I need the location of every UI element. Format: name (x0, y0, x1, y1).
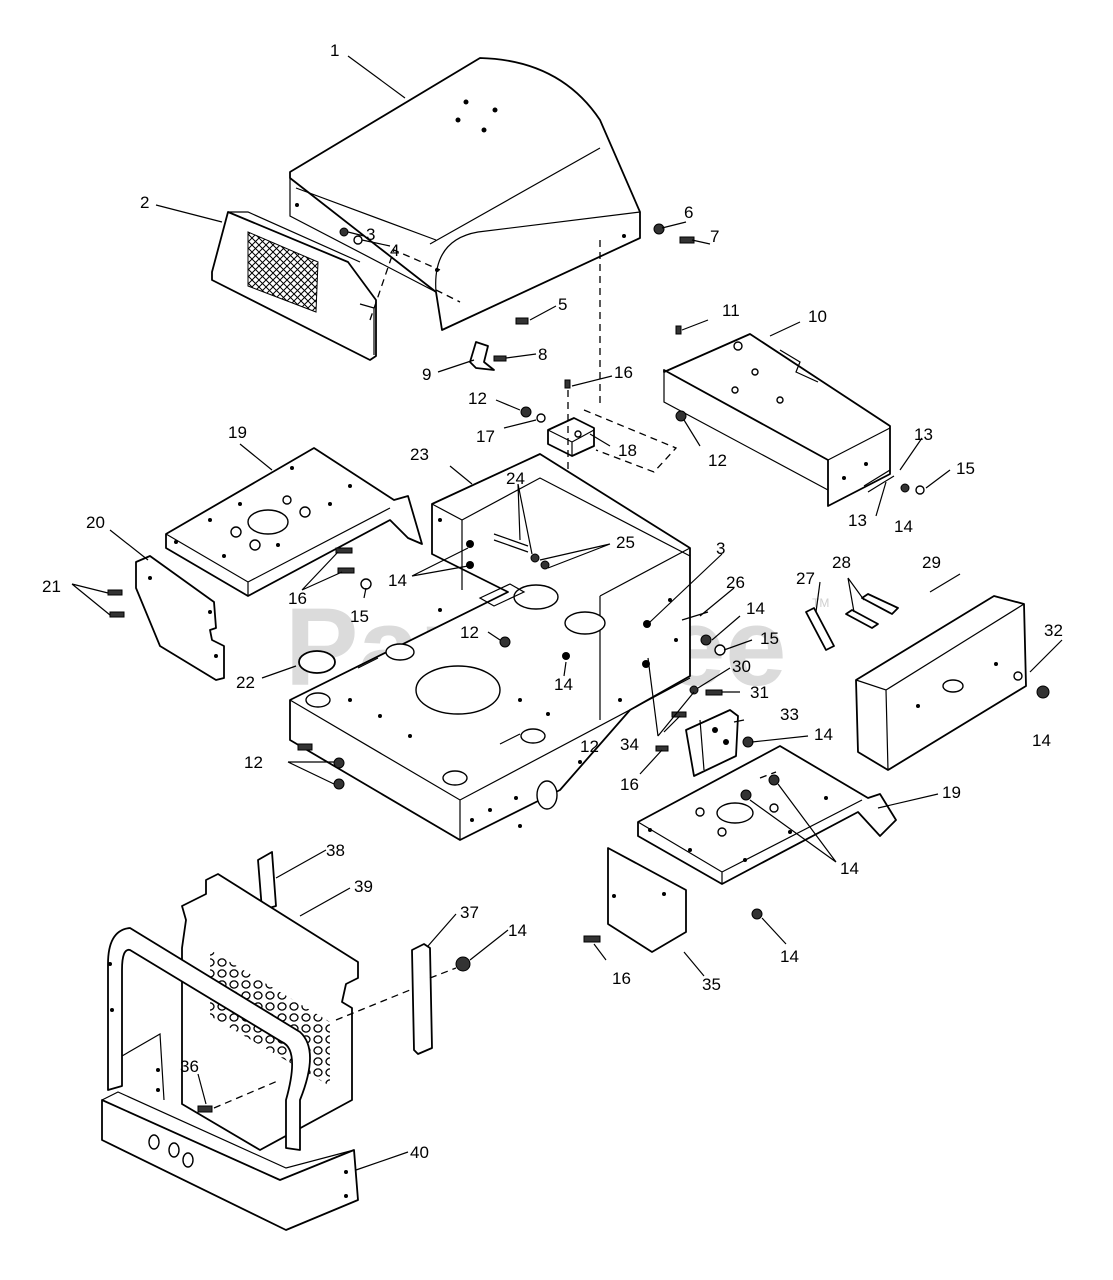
callout-14-b: 14 (388, 571, 407, 590)
callout-22: 22 (236, 673, 255, 692)
callout-36: 36 (180, 1057, 199, 1076)
callout-3-b: 3 (716, 539, 725, 558)
callout-38: 38 (326, 841, 345, 860)
part-12-frame-tab (297, 743, 313, 751)
callout-16-c: 16 (620, 775, 639, 794)
part-37-bracket (411, 943, 433, 1055)
callout-19-a: 19 (228, 423, 247, 442)
callout-11: 11 (722, 301, 740, 320)
callout-7: 7 (710, 227, 719, 246)
callout-17: 17 (476, 427, 495, 446)
callout-32: 32 (1044, 621, 1063, 640)
callout-14-h: 14 (780, 947, 799, 966)
callout-29: 29 (922, 553, 941, 572)
callout-14-i: 14 (508, 921, 527, 940)
callout-40: 40 (410, 1143, 429, 1162)
callout-6: 6 (684, 203, 693, 222)
callout-24: 24 (506, 469, 525, 488)
callout-28: 28 (832, 553, 851, 572)
callout-5: 5 (558, 295, 567, 314)
part-19-foot-plate-right (637, 745, 897, 885)
callout-12-a: 12 (468, 389, 487, 408)
callout-35: 35 (702, 975, 721, 994)
callout-16-a: 16 (614, 363, 633, 382)
callout-30: 30 (732, 657, 751, 676)
callout-14-a: 14 (894, 517, 913, 536)
callout-9: 9 (422, 365, 431, 384)
callout-12-b: 12 (708, 451, 727, 470)
part-21-bolts (107, 589, 125, 618)
callout-19-b: 19 (942, 783, 961, 802)
part-14-nut-37 (455, 956, 471, 972)
part-hardware-right-frame (655, 611, 726, 752)
part-19-foot-plate-left (165, 447, 423, 597)
part-10-bracket (663, 333, 925, 507)
callout-12-e: 12 (244, 753, 263, 772)
callout-16-b: 16 (288, 589, 307, 608)
part-38-bracket (257, 851, 277, 911)
part-24-25-studs (493, 533, 550, 570)
callout-1: 1 (330, 41, 339, 60)
callout-15-b: 15 (350, 607, 369, 626)
part-33-switch (685, 709, 754, 777)
callout-12-d: 12 (580, 737, 599, 756)
callout-14-c: 14 (554, 675, 573, 694)
part-27-28-pins (805, 593, 899, 651)
callout-20: 20 (86, 513, 105, 532)
callout-18: 18 (618, 441, 637, 460)
callout-14-e: 14 (814, 725, 833, 744)
callout-33: 33 (780, 705, 799, 724)
callout-23: 23 (410, 445, 429, 464)
part-12-nut-center (499, 636, 511, 648)
leader-lines (71, 55, 1063, 1171)
part-14-nut-lower-right (751, 908, 763, 920)
callouts: 1 2 3 4 5 6 7 8 9 10 11 12 12 12 12 12 1… (42, 41, 1063, 1162)
part-20-side-plate (135, 555, 225, 681)
part-12-nut-a (333, 757, 345, 769)
callout-13-b: 13 (848, 511, 867, 530)
callout-14-d: 14 (746, 599, 765, 618)
callout-25: 25 (616, 533, 635, 552)
callout-2: 2 (140, 193, 149, 212)
callout-39: 39 (354, 877, 373, 896)
callout-21: 21 (42, 577, 61, 596)
part-12-nut-b (333, 778, 345, 790)
part-hardware-cover (339, 223, 695, 371)
callout-3: 3 (366, 225, 375, 244)
callout-15-c: 15 (760, 629, 779, 648)
callout-34: 34 (620, 735, 639, 754)
callout-31: 31 (750, 683, 769, 702)
part-1-top-cover (289, 57, 641, 331)
part-35-plate (583, 847, 687, 953)
part-18-hinge-block (520, 379, 595, 457)
callout-37: 37 (460, 903, 479, 922)
part-22-plug (298, 650, 336, 674)
callout-4: 4 (390, 241, 399, 260)
callout-15-a: 15 (956, 459, 975, 478)
callout-26: 26 (726, 573, 745, 592)
part-2-front-grille (211, 211, 377, 361)
part-16-bolts-left (335, 547, 372, 590)
callout-8: 8 (538, 345, 547, 364)
callout-14-g: 14 (840, 859, 859, 878)
callout-13-a: 13 (914, 425, 933, 444)
part-40-rear-bumper (101, 927, 359, 1231)
callout-14-f: 14 (1032, 731, 1051, 750)
callout-12-c: 12 (460, 623, 479, 642)
part-29-weight (855, 595, 1050, 771)
callout-10: 10 (808, 307, 827, 326)
callout-27: 27 (796, 569, 815, 588)
callout-16-d: 16 (612, 969, 631, 988)
